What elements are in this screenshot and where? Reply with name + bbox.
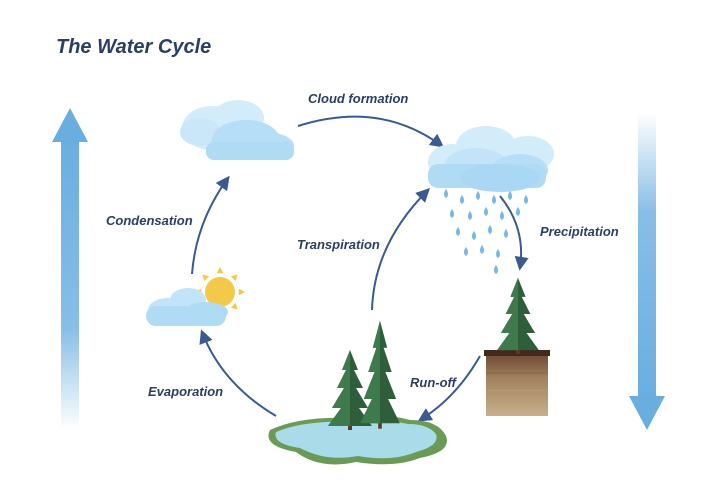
raindrop: [494, 265, 498, 274]
raindrop: [460, 195, 464, 204]
condensation-arrow: [191, 175, 230, 275]
label-transpiration: Transpiration: [297, 237, 380, 252]
label-cloud-formation: Cloud formation: [308, 91, 409, 106]
raindrop: [472, 231, 476, 240]
sun-ray: [202, 274, 210, 282]
sun-ray: [238, 288, 245, 296]
raindrop: [496, 249, 500, 258]
label-run-off: Run-off: [410, 375, 456, 390]
pine-tree-icon: [360, 320, 400, 429]
page-title: The Water Cycle: [56, 36, 212, 58]
rain-cloud-icon: [428, 126, 554, 192]
sun-ray: [230, 302, 238, 310]
raindrop: [500, 211, 504, 220]
falling-rain-arrow: [629, 112, 665, 430]
raindrop: [492, 195, 496, 204]
sun-ray: [216, 267, 224, 274]
raindrop: [468, 211, 472, 220]
label-condensation: Condensation: [106, 213, 193, 228]
raindrop: [504, 229, 508, 238]
raindrop: [484, 207, 488, 216]
label-evaporation: Evaporation: [148, 384, 224, 399]
raindrop: [516, 207, 520, 216]
raindrop: [480, 245, 484, 254]
raindrop: [464, 247, 468, 256]
raindrops: [444, 189, 528, 274]
raindrop: [508, 191, 512, 200]
soil-block-icon: [484, 350, 550, 416]
precipitation-arrow: [499, 195, 529, 271]
cloud-icon: [180, 100, 294, 160]
cloud-icon: [146, 288, 228, 326]
evaporation-arrow: [199, 329, 277, 417]
raindrop: [456, 227, 460, 236]
raindrop: [488, 225, 492, 234]
pine-tree-icon: [497, 277, 539, 354]
sun-ray: [230, 274, 238, 282]
cycle-arrows: [191, 115, 529, 422]
run-off-arrow: [417, 355, 481, 422]
raindrop: [476, 191, 480, 200]
transpiration-arrow: [371, 188, 430, 311]
raindrop: [450, 209, 454, 218]
cloud-formation-arrow: [297, 115, 445, 148]
lake-icon: [268, 415, 447, 465]
rising-vapor-arrow: [52, 108, 88, 430]
raindrop: [444, 189, 448, 198]
label-precipitation: Precipitation: [540, 224, 619, 239]
raindrop: [524, 195, 528, 204]
